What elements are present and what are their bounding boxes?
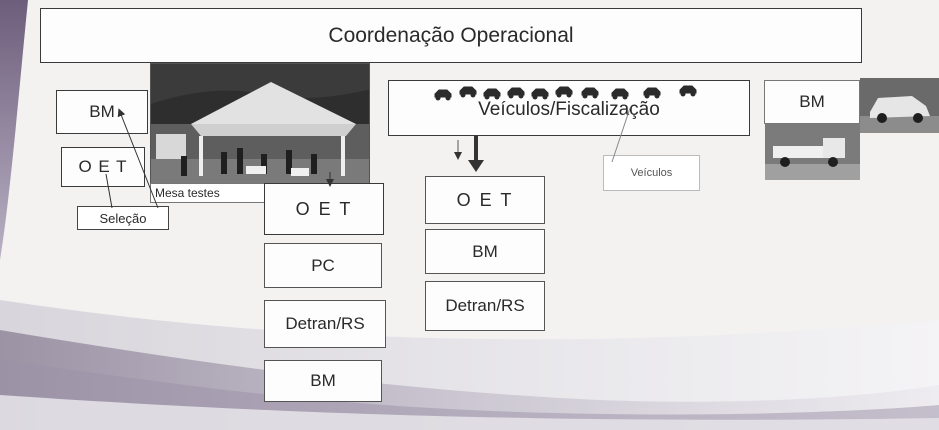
left-bm-label: BM xyxy=(89,102,115,121)
center-bm-box: BM xyxy=(264,360,382,402)
center-oet-box: O E T xyxy=(264,183,384,235)
vehicles-note-box: Veículos xyxy=(603,155,700,191)
center-detran-box: Detran/RS xyxy=(264,300,386,348)
selection-label: Seleção xyxy=(99,210,147,226)
left-oet-label: O E T xyxy=(78,157,128,176)
center-oet-label: O E T xyxy=(295,198,353,219)
tent-photo xyxy=(150,63,370,203)
center-pc-label: PC xyxy=(311,255,335,275)
selection-label-box: Seleção xyxy=(77,206,169,230)
center-pc-box: PC xyxy=(264,243,382,288)
left-oet-box: O E T xyxy=(61,147,145,187)
center-bm-label: BM xyxy=(310,371,336,390)
vehicles-bm-label: BM xyxy=(472,241,498,261)
right-bm-box: BM xyxy=(764,80,860,124)
right-car-photo xyxy=(860,78,939,133)
vehicles-detran-label: Detran/RS xyxy=(445,296,525,315)
vehicles-bm-box: BM xyxy=(425,229,545,274)
center-detran-label: Detran/RS xyxy=(285,314,365,333)
vehicles-oet-box: O E T xyxy=(425,176,545,224)
photo-caption-box: Mesa testes xyxy=(150,183,272,203)
vehicles-title: Veículos/Fiscalização xyxy=(478,99,660,120)
vehicles-detran-box: Detran/RS xyxy=(425,281,545,331)
left-bm-box: BM xyxy=(56,90,148,134)
right-bm-label: BM xyxy=(799,92,825,111)
title-box: Coordenação Operacional xyxy=(40,8,862,63)
title-text: Coordenação Operacional xyxy=(328,23,574,47)
tow-truck-photo xyxy=(765,124,860,180)
photo-caption: Mesa testes xyxy=(155,186,220,200)
vehicles-note: Veículos xyxy=(630,167,673,179)
vehicles-box: Veículos/Fiscalização xyxy=(388,80,750,136)
vehicles-oet-label: O E T xyxy=(456,189,514,210)
